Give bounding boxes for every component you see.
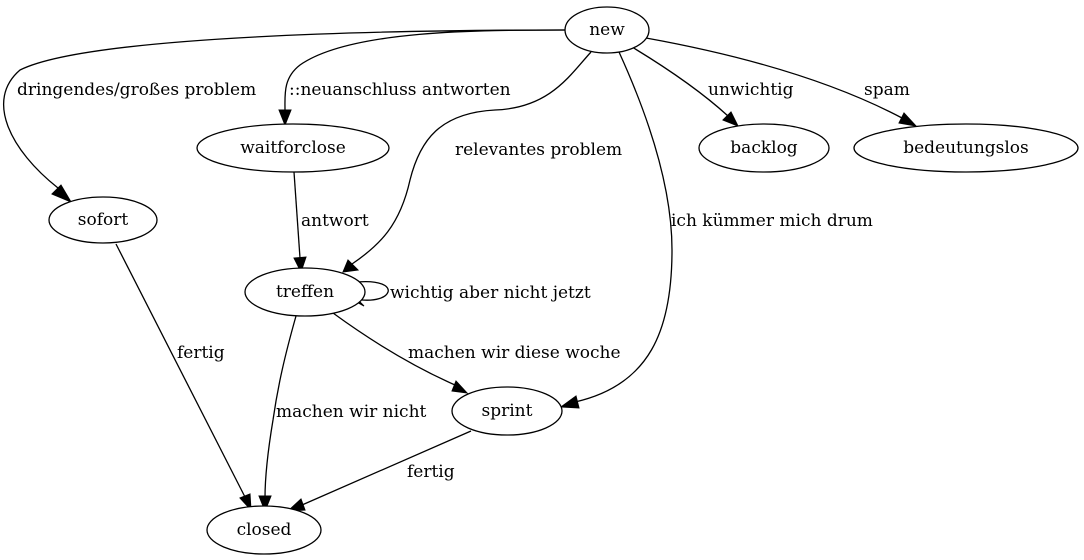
arrowhead (559, 395, 580, 409)
edge-waitforclose-treffen: antwort (293, 171, 369, 274)
edge-label: ::neuanschluss antworten (289, 80, 511, 100)
edge-line (631, 46, 729, 117)
edge-line (645, 37, 903, 119)
edge-sofort-closed: fertig (115, 243, 252, 512)
edge-new-sprint: ich kümmer mich drum (559, 51, 873, 409)
node-sofort[interactable]: sofort (48, 196, 158, 244)
edge-line (574, 51, 673, 403)
edge-label: wichtig aber nicht jetzt (390, 283, 591, 303)
node-closed[interactable]: closed (206, 505, 322, 555)
arrowhead (451, 380, 469, 394)
edge-new-sofort: dringendes/großes problem (3, 29, 566, 204)
edge-treffen-treffen: wichtig aber nicht jetzt (352, 280, 591, 307)
node-label: bedeutungslos (903, 138, 1029, 158)
node-backlog[interactable]: backlog (698, 123, 830, 173)
edge-line (332, 312, 456, 386)
edge-line (293, 171, 301, 259)
node-label: backlog (730, 138, 798, 158)
arrowhead (293, 256, 307, 274)
edge-label: machen wir nicht (276, 402, 427, 422)
edge-new-treffen: relevantes problem (342, 51, 622, 273)
node-sprint[interactable]: sprint (451, 386, 563, 436)
edge-new-backlog: unwichtig (631, 46, 794, 127)
node-label: sprint (482, 401, 533, 421)
edge-label: machen wir diese woche (408, 343, 621, 363)
edge-label: ich kümmer mich drum (671, 211, 873, 231)
edge-sprint-closed: fertig (286, 430, 472, 512)
node-label: sofort (78, 210, 129, 230)
edge-line (3, 29, 566, 189)
arrowhead (258, 495, 272, 513)
node-label: closed (237, 520, 292, 540)
node-new[interactable]: new (564, 6, 650, 54)
arrowhead (239, 493, 252, 512)
node-label: waitforclose (240, 138, 346, 158)
edge-line (115, 243, 246, 498)
edge-line (356, 280, 389, 301)
node-label: treffen (276, 282, 334, 302)
edge-new-waitforclose: ::neuanschluss antworten (278, 29, 566, 127)
edge-line (284, 29, 566, 111)
edge-label: fertig (177, 343, 225, 363)
edge-label: unwichtig (708, 80, 794, 100)
node-bedeutungslos[interactable]: bedeutungslos (853, 123, 1079, 173)
arrowhead (722, 111, 740, 127)
node-label: new (589, 20, 625, 40)
arrowhead (342, 259, 360, 273)
edge-new-bedeutungslos: spam (645, 37, 918, 127)
edge-line (351, 51, 592, 265)
edge-label: relevantes problem (455, 140, 622, 160)
edge-treffen-sprint: machen wir diese woche (332, 312, 621, 394)
arrowhead (51, 184, 73, 204)
edge-label: spam (864, 80, 910, 100)
node-treffen[interactable]: treffen (244, 267, 366, 317)
edge-label: dringendes/großes problem (17, 80, 256, 100)
edge-line (264, 315, 297, 499)
edge-label: fertig (407, 462, 455, 482)
edge-label: antwort (301, 211, 369, 231)
edge-treffen-closed: machen wir nicht (258, 315, 427, 513)
node-waitforclose[interactable]: waitforclose (196, 123, 390, 173)
edge-line (301, 430, 472, 506)
arrowhead (278, 109, 292, 127)
arrowhead (898, 112, 918, 127)
